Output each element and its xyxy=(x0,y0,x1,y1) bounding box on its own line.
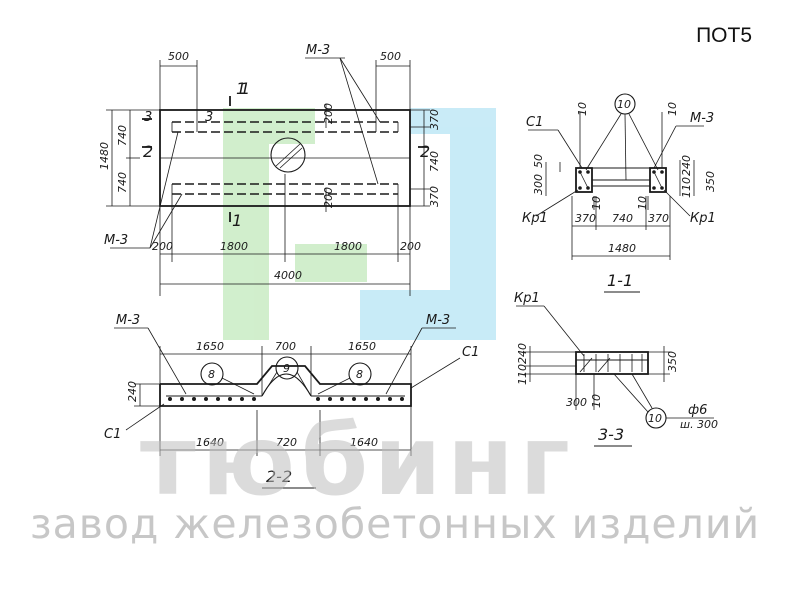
plan-dim-bottom-3: 1800 xyxy=(334,240,362,253)
plan-dim-top-right: 500 xyxy=(380,50,401,63)
section-2-2-label-m3-left: М-3 xyxy=(116,313,140,328)
section-1-1: 10 С1 М-3 Кр1 Кр1 10 10 50 300 240 110 3… xyxy=(522,93,717,293)
plan-dim-overall: 4000 xyxy=(274,269,302,282)
section-2-2-callout-8-right xyxy=(348,362,372,386)
section-2-2-callout-8-left xyxy=(200,362,224,386)
plan-dim-left-bottom: 740 xyxy=(116,172,129,193)
plan-dim-inner-bottom: 200 xyxy=(322,187,335,208)
section-3-3-title: 3-3 xyxy=(598,425,624,444)
plan-side-mark-3-left: 3 xyxy=(144,110,152,125)
plan-label-m3-bottom: М-3 xyxy=(104,233,128,248)
section-2-2-label-c1-left: С1 xyxy=(104,427,121,442)
section-3-3-dim-left-240: 240 xyxy=(516,343,529,364)
section-3-3-label-kr1: Кр1 xyxy=(514,291,540,306)
section-1-1-dim-small-left: 10 xyxy=(590,196,603,210)
rebar-dots-left xyxy=(168,397,256,401)
plan-dim-top-left: 500 xyxy=(168,50,189,63)
plan-dim-right-bottom: 370 xyxy=(428,186,441,207)
watermark-brand: тюбинг xyxy=(140,405,576,517)
plan-dim-bottom-1: 200 xyxy=(152,240,173,253)
section-3-3-dim-right: 350 xyxy=(666,351,679,372)
section-1-1-dim-bottom-3: 370 xyxy=(648,212,669,225)
section-1-1-overall: 1480 xyxy=(608,242,636,255)
section-1-1-dim-bottom-1: 370 xyxy=(575,212,596,225)
plan-section-mark-title: 1 xyxy=(236,79,246,98)
section-1-1-callout-text: 10 xyxy=(617,98,631,111)
section-2-2-dim-top-3: 1650 xyxy=(348,340,376,353)
plan-dim-right-mid: 740 xyxy=(428,151,441,172)
section-1-1-label-m3: М-3 xyxy=(690,111,714,126)
section-3-3: Кр1 240 110 350 300 10 10 ф6 ш. 300 3-3 xyxy=(514,291,718,447)
plan-label-m3-top: М-3 xyxy=(306,43,330,58)
section-3-3-dim-left-110: 110 xyxy=(516,364,529,385)
section-3-3-note-dia: ф6 xyxy=(688,403,707,418)
plan-dim-bottom-4: 200 xyxy=(400,240,421,253)
plan-view: 500 500 1480 740 740 370 740 370 200 200… xyxy=(98,43,441,296)
section-1-1-label-kr1-right: Кр1 xyxy=(690,211,716,226)
watermark-tagline: завод железобетонных изделий xyxy=(29,500,761,548)
section-2-2: 1650 700 1650 240 8 9 8 М-3 М-3 С1 С1 16… xyxy=(104,313,479,489)
section-1-1-dim-left-300: 300 xyxy=(532,174,545,195)
section-2-2-label-m3-right: М-3 xyxy=(426,313,450,328)
section-1-1-label-c1: С1 xyxy=(526,115,543,130)
section-2-2-dim-bottom-2: 720 xyxy=(276,436,297,449)
section-2-2-title: 2-2 xyxy=(266,467,292,486)
section-1-1-dim-right-240: 240 xyxy=(680,155,693,176)
section-2-2-label-c1-right: С1 xyxy=(462,345,479,360)
plan-section-mark-top: 1 xyxy=(240,79,250,98)
section-1-1-dim-small-right: 10 xyxy=(636,196,649,210)
section-3-3-note-step: ш. 300 xyxy=(680,418,718,431)
plan-section-mark-bottom: 1 xyxy=(232,211,242,230)
opening-circle xyxy=(270,137,306,173)
plan-dim-right-top: 370 xyxy=(428,109,441,130)
section-2-2-dim-bottom-3: 1640 xyxy=(350,436,378,449)
section-3-3-callout-text: 10 xyxy=(648,412,662,425)
section-1-1-dim-right-110: 110 xyxy=(680,177,693,198)
section-1-1-dim-left-50: 50 xyxy=(532,154,545,168)
section-1-1-dim-right-350: 350 xyxy=(704,171,717,192)
plan-dim-inner-top: 200 xyxy=(322,103,335,124)
section-2-2-callout-9 xyxy=(275,356,299,380)
section-1-1-title: 1-1 xyxy=(607,271,633,290)
plan-side-mark-3-inner: 3 xyxy=(205,110,213,125)
plan-dim-bottom-2: 1800 xyxy=(220,240,248,253)
section-1-1-dim-top-right: 10 xyxy=(666,102,679,116)
section-2-2-dim-top-1: 1650 xyxy=(196,340,224,353)
section-2-2-callout-9-text: 9 xyxy=(283,362,290,375)
watermark-logo xyxy=(223,108,496,340)
plan-side-mark-right: 2 xyxy=(420,142,430,161)
document-code: ПОТ5 xyxy=(696,24,752,47)
section-3-3-dim-bottom-300: 300 xyxy=(566,396,587,409)
section-3-3-dim-bottom-10: 10 xyxy=(590,394,603,408)
section-1-1-dim-top-left: 10 xyxy=(576,102,589,116)
section-1-1-dim-bottom-2: 740 xyxy=(612,212,633,225)
section-2-2-callout-8-right-text: 8 xyxy=(356,368,363,381)
plan-dim-left-top: 740 xyxy=(116,125,129,146)
section-1-1-label-kr1-left: Кр1 xyxy=(522,211,548,226)
plan-side-mark-left: 2 xyxy=(143,142,153,161)
section-2-2-dim-left: 240 xyxy=(126,381,139,402)
section-2-2-dim-bottom-1: 1640 xyxy=(196,436,224,449)
section-2-2-callout-8-left-text: 8 xyxy=(208,368,215,381)
rebar-dots-right xyxy=(316,397,404,401)
section-2-2-dim-top-2: 700 xyxy=(275,340,296,353)
plan-dim-left-overall: 1480 xyxy=(98,142,111,170)
